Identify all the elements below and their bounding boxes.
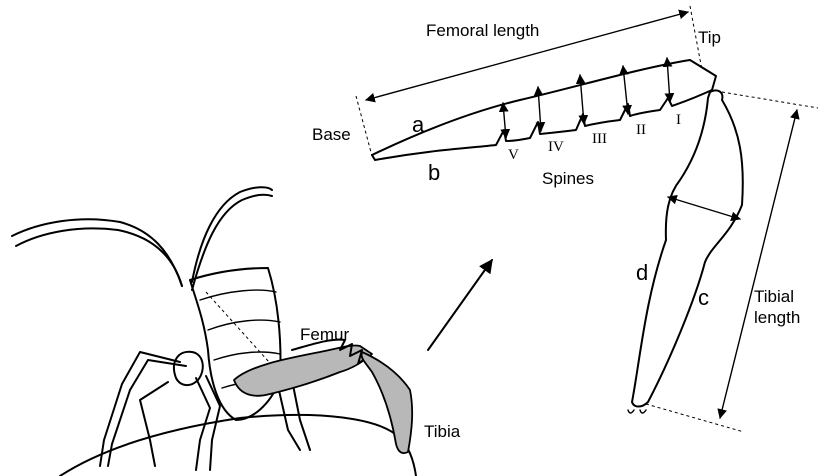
tip-label: Tip [698, 28, 721, 47]
femur-base-guide-line [356, 96, 372, 156]
spine-numeral-iii: III [592, 131, 607, 147]
femur-outline [372, 60, 716, 160]
insect-sketch [12, 187, 416, 476]
segment-a-label: a [412, 112, 425, 137]
spine-numeral-ii: II [636, 122, 646, 138]
segment-b-label: b [428, 160, 440, 185]
femur-label: Femur [300, 325, 349, 344]
femoral-length-label: Femoral length [426, 21, 539, 40]
tibia-top-guide-line [722, 92, 818, 108]
tibia-outline [628, 90, 743, 413]
tibial-length-arrow [720, 110, 797, 418]
spine-numeral-v: V [508, 147, 519, 163]
base-label: Base [312, 125, 351, 144]
tibia-label: Tibia [424, 422, 461, 441]
segment-c-label: c [698, 285, 709, 310]
pointer-arrow [428, 260, 492, 350]
tibia-bottom-guide-line [646, 404, 744, 432]
spines-label: Spines [542, 169, 594, 188]
tibia-width-arrow [668, 197, 740, 219]
tibial-length-label-line1: Tibial [754, 287, 794, 306]
spine-numeral-iv: IV [548, 139, 564, 155]
tibial-length-label-line2: length [754, 308, 800, 327]
segment-d-label: d [636, 260, 648, 285]
spine-numeral-i: I [676, 112, 681, 128]
